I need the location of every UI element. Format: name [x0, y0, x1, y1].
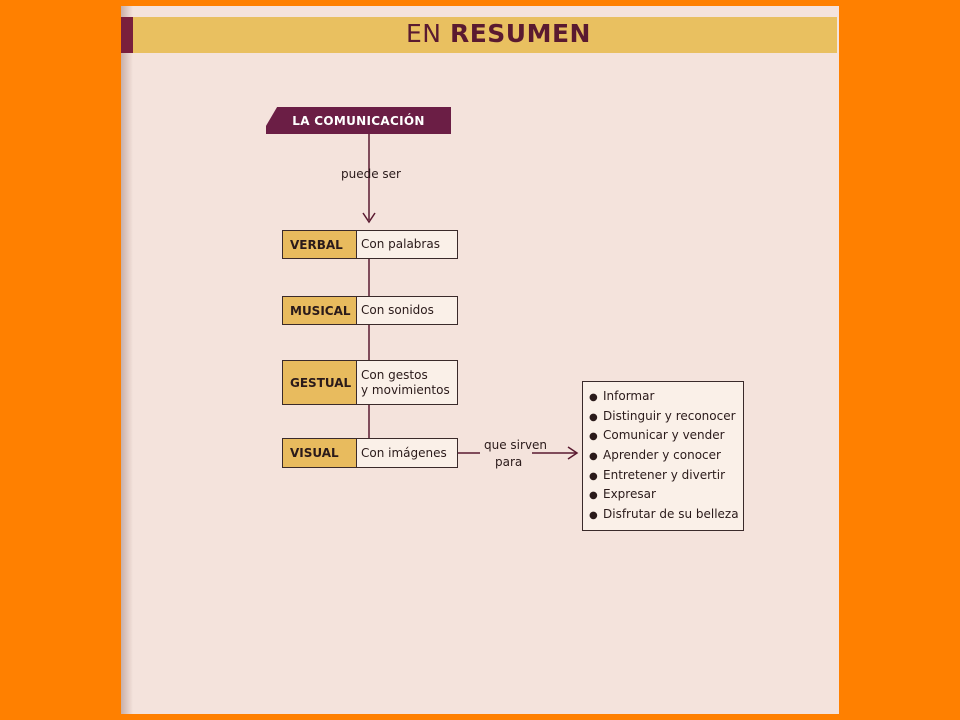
bullet-icon: ●	[589, 451, 598, 463]
purposes-list: ● Informar ● Distinguir y reconocer ● Comun…	[589, 387, 743, 525]
connector-label-right-1: que sirven	[484, 438, 548, 452]
category-description: Con gestos y movimientos	[357, 361, 457, 404]
category-name: MUSICAL	[283, 297, 357, 324]
category-description: Con imágenes	[357, 439, 457, 467]
bullet-icon: ●	[589, 470, 598, 482]
arrow-head-down	[362, 212, 376, 224]
bullet-icon: ●	[589, 411, 598, 423]
purpose-text: Comunicar y vender	[603, 428, 725, 443]
category-musical: MUSICAL Con sonidos	[282, 296, 458, 325]
category-name: VERBAL	[283, 231, 357, 258]
category-description: Con palabras	[357, 231, 457, 258]
purpose-text: Disfrutar de su belleza	[603, 507, 739, 522]
connector-label-right-2: para	[495, 455, 523, 469]
list-item: ● Aprender y conocer	[589, 446, 743, 466]
bullet-icon: ●	[589, 510, 598, 522]
description-line-2: y movimientos	[361, 382, 450, 397]
category-name: VISUAL	[283, 439, 357, 467]
purposes-box: ● Informar ● Distinguir y reconocer ● Comun…	[582, 381, 744, 531]
purpose-text: Aprender y conocer	[603, 448, 721, 463]
purpose-text: Entretener y divertir	[603, 467, 726, 482]
purpose-text: Expresar	[603, 487, 656, 502]
list-item: ● Distinguir y reconocer	[589, 407, 743, 427]
description-line-1: Con gestos	[361, 367, 428, 382]
bullet-icon: ●	[589, 490, 598, 502]
description-line-1: Con imágenes	[361, 445, 447, 460]
purpose-text: Informar	[603, 389, 655, 403]
page-title: EN RESUMEN	[406, 19, 591, 48]
category-visual: VISUAL Con imágenes	[282, 438, 458, 468]
purpose-text: Distinguir y reconocer	[603, 408, 736, 423]
bullet-icon: ●	[589, 392, 598, 403]
category-name: GESTUAL	[283, 361, 357, 404]
category-description: Con sonidos	[357, 297, 457, 324]
header-tab	[121, 17, 133, 53]
description-line-1: Con sonidos	[361, 303, 434, 317]
bullet-icon: ●	[589, 431, 598, 443]
title-main: RESUMEN	[449, 19, 591, 48]
list-item: ● Comunicar y vender	[589, 426, 743, 446]
root-node: LA COMUNICACIÓN	[266, 107, 451, 134]
page-binding-shadow	[121, 6, 133, 714]
list-item: ● Informar	[589, 387, 743, 407]
header-band	[121, 17, 837, 53]
list-item: ● Expresar	[589, 485, 743, 505]
description-line-1: Con palabras	[361, 237, 440, 251]
arrow-head-right	[567, 446, 579, 460]
list-item: ● Entretener y divertir	[589, 466, 743, 486]
title-prefix: EN	[406, 19, 442, 48]
category-verbal: VERBAL Con palabras	[282, 230, 458, 259]
book-page	[121, 6, 839, 714]
list-item: ● Disfrutar de su belleza	[589, 505, 743, 525]
connector-label-top: puede ser	[341, 167, 401, 181]
category-gestual: GESTUAL Con gestos y movimientos	[282, 360, 458, 405]
